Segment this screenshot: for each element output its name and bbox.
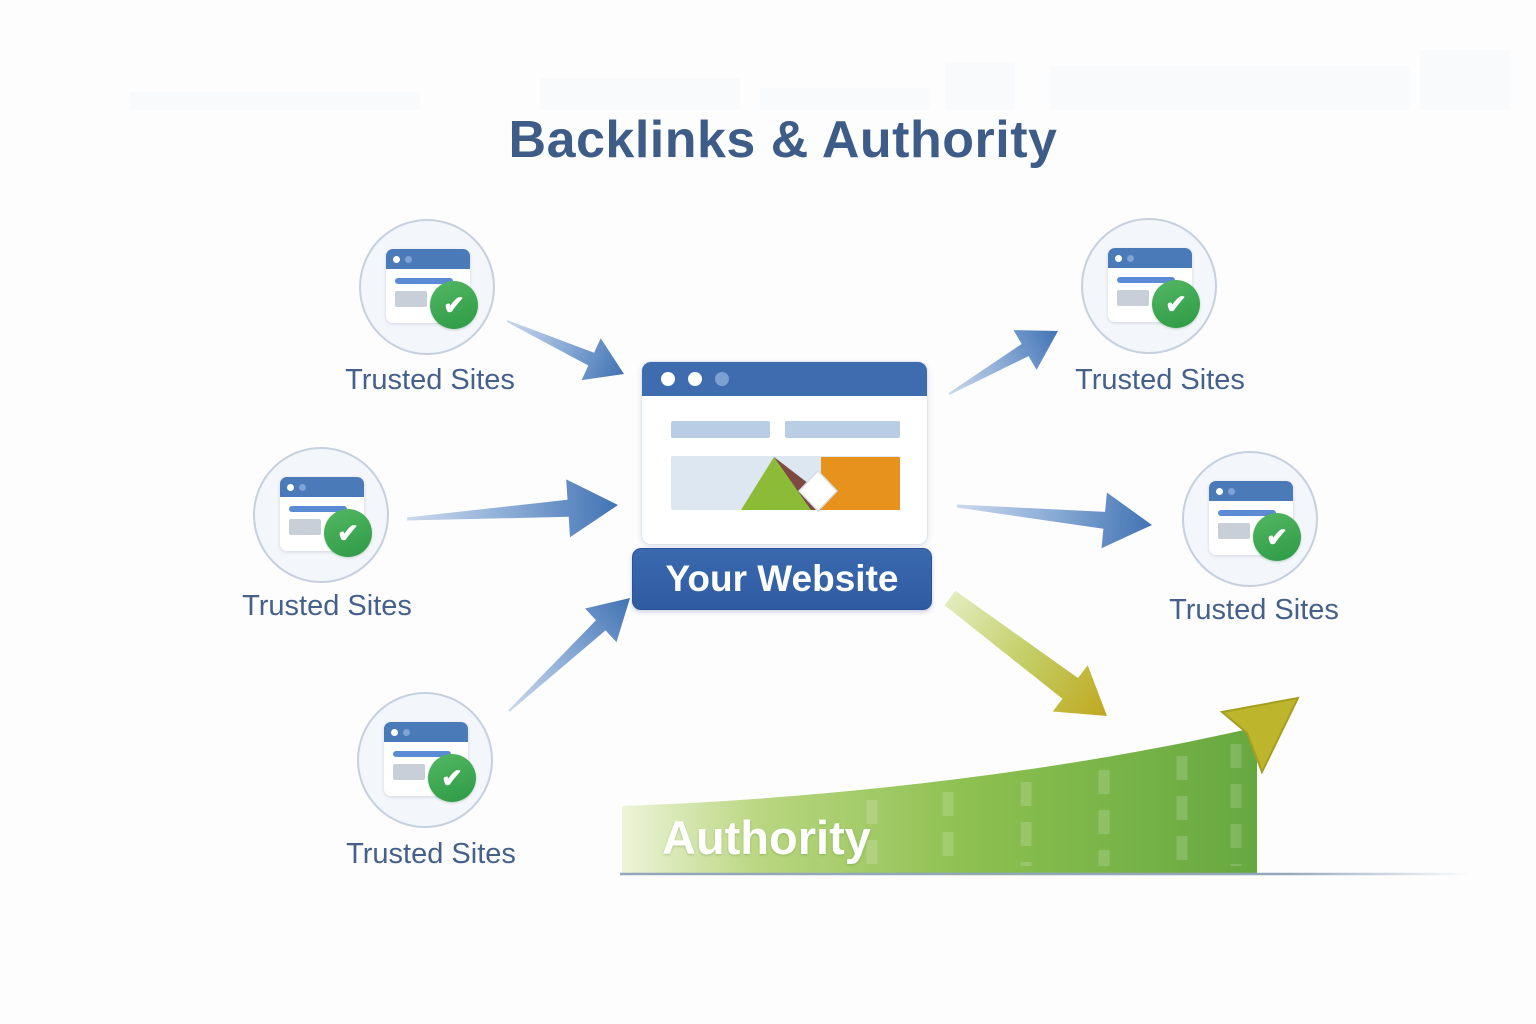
orange-panel (821, 457, 900, 510)
nav-placeholder-bar (671, 421, 770, 438)
check-icon: ✔ (1152, 280, 1200, 328)
your-website-window (641, 361, 928, 545)
check-icon: ✔ (428, 754, 476, 802)
growth-arrowhead-icon (1219, 696, 1300, 775)
arrow-top-left-to-site (506, 320, 624, 381)
trusted-site-node-top-left: ✔ (359, 219, 495, 355)
trusted-site-label: Trusted Sites (345, 364, 515, 396)
authority-label: Authority (662, 811, 871, 864)
hero-graphic (671, 456, 900, 513)
arrow-mid-left-to-site (406, 479, 618, 538)
trusted-site-label: Trusted Sites (1075, 364, 1245, 396)
diamond-icon (797, 469, 839, 513)
mini-browser-icon: ✔ (384, 722, 476, 802)
page-title: Backlinks & Authority (508, 111, 1058, 169)
mini-browser-icon: ✔ (1108, 248, 1200, 328)
mini-browser-icon: ✔ (280, 477, 372, 557)
nav-placeholder-bar (785, 421, 900, 438)
trusted-site-label: Trusted Sites (346, 838, 516, 870)
skyline-decoration (0, 0, 1536, 110)
arrow-site-to-mid-right (956, 492, 1152, 549)
browser-titlebar (642, 362, 927, 396)
check-icon: ✔ (324, 509, 372, 557)
trusted-site-node-mid-left: ✔ (253, 447, 389, 583)
check-icon: ✔ (430, 281, 478, 329)
trusted-site-node-top-right: ✔ (1081, 218, 1217, 354)
mini-browser-icon: ✔ (1209, 481, 1301, 561)
trusted-site-label: Trusted Sites (1169, 594, 1339, 626)
arrow-site-to-top-right (948, 330, 1058, 395)
trusted-site-label: Trusted Sites (242, 590, 412, 622)
trusted-site-node-bottom-left: ✔ (357, 692, 493, 828)
authority-growth-wedge (620, 696, 1470, 876)
window-dot-icon (661, 372, 675, 386)
your-website-label: Your Website (665, 558, 899, 599)
trusted-site-node-mid-right: ✔ (1182, 451, 1318, 587)
arrow-site-to-authority (944, 590, 1107, 716)
check-icon: ✔ (1253, 513, 1301, 561)
arrow-bottom-left-to-site (508, 598, 630, 712)
mini-browser-icon: ✔ (386, 249, 478, 329)
window-dot-icon (715, 372, 729, 386)
window-dot-icon (688, 372, 702, 386)
your-website-banner: Your Website (632, 548, 932, 610)
